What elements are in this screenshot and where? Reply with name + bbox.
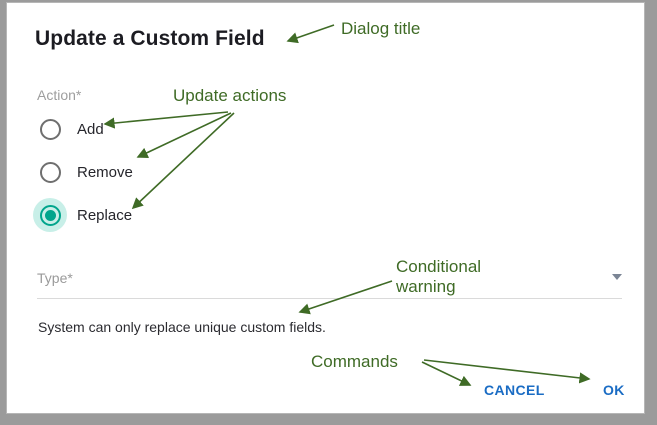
radio-add-icon[interactable]: [33, 112, 67, 146]
radio-option-add[interactable]: Add: [33, 112, 104, 146]
radio-remove-label: Remove: [77, 163, 133, 181]
radio-option-replace[interactable]: Replace: [33, 198, 132, 232]
annotation-dialog-title: Dialog title: [341, 19, 421, 38]
conditional-warning-text: System can only replace unique custom fi…: [38, 319, 326, 335]
radio-replace-label: Replace: [77, 206, 133, 224]
page-title: Update a Custom Field: [35, 27, 265, 50]
chevron-down-icon[interactable]: [612, 274, 622, 280]
cancel-button[interactable]: CANCEL: [484, 382, 545, 398]
radio-remove-icon[interactable]: [33, 155, 67, 189]
radio-replace-icon[interactable]: [33, 198, 67, 232]
annotation-update-actions: Update actions: [173, 86, 287, 105]
radio-add-label: Add: [77, 120, 104, 138]
radio-option-remove[interactable]: Remove: [33, 155, 133, 189]
ok-button[interactable]: OK: [603, 382, 625, 398]
type-select[interactable]: Type*: [37, 265, 622, 299]
type-field-label: Type*: [37, 270, 73, 286]
annotation-commands: Commands: [311, 352, 398, 371]
update-custom-field-dialog: Update a Custom Field Action* Add Remove…: [6, 2, 645, 414]
annotation-conditional-line-1: Conditional: [396, 257, 482, 276]
annotation-conditional-line-2: warning: [396, 277, 456, 296]
action-field-label: Action*: [37, 87, 82, 103]
annotation-conditional-warning: Conditional warning: [396, 257, 481, 297]
